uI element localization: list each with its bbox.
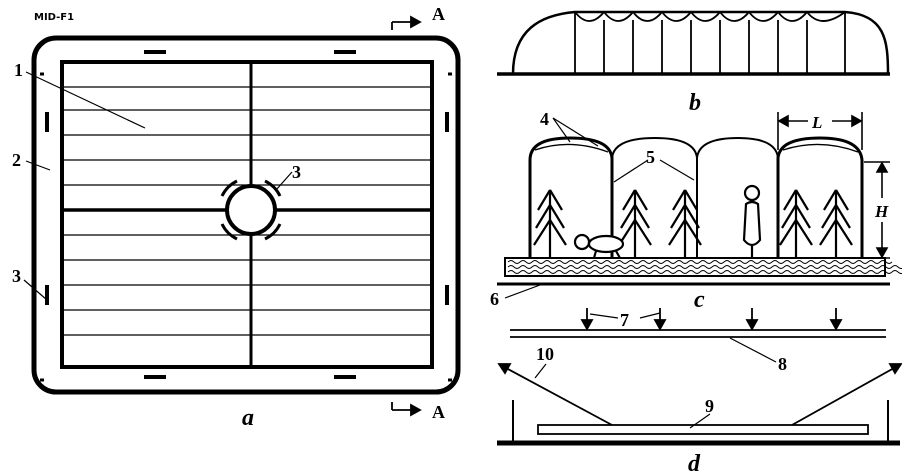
hatch-row-2 xyxy=(507,265,902,269)
leader-2 xyxy=(25,160,51,171)
panel-d-detail: 7 8 10 9 d xyxy=(497,308,902,475)
central-ring-segments xyxy=(220,179,282,241)
tree-5 xyxy=(819,189,853,258)
corner-ticks xyxy=(38,72,454,382)
tree-2 xyxy=(618,189,652,258)
panel-label-b: b xyxy=(689,90,701,116)
leader-3-center xyxy=(275,171,293,191)
leader-6 xyxy=(504,284,541,299)
inner-frame xyxy=(60,60,434,369)
leader-5a xyxy=(613,159,649,183)
callout-3-frame: 3 xyxy=(12,266,21,286)
animal-figure xyxy=(573,233,625,259)
dimension-h xyxy=(864,161,890,259)
central-opening xyxy=(225,184,277,236)
tree-4 xyxy=(779,189,813,258)
callout-8: 8 xyxy=(778,354,787,374)
callout-9: 9 xyxy=(705,396,714,416)
dimension-label-h: H xyxy=(874,202,889,221)
leader-5b xyxy=(659,159,695,181)
leader-9 xyxy=(689,413,711,429)
hatch-row-3 xyxy=(507,270,902,274)
person-figure xyxy=(742,184,762,258)
leader-4b xyxy=(552,117,599,147)
callout-3-center: 3 xyxy=(292,162,301,182)
hatch-row-1 xyxy=(507,260,893,264)
dome-walls xyxy=(528,136,864,258)
leader-7b xyxy=(639,312,661,319)
callout-1: 1 xyxy=(14,60,23,80)
dimension-l xyxy=(777,112,863,150)
reflected-rays xyxy=(497,363,902,426)
callout-10: 10 xyxy=(536,344,554,364)
panel-b-side-profile: b xyxy=(497,10,890,116)
tree-3 xyxy=(668,189,702,258)
profile-outline xyxy=(511,10,890,75)
panel-label-c: c xyxy=(694,287,705,313)
panel-a-plan-view: MID-F1 xyxy=(12,4,461,431)
callout-7: 7 xyxy=(620,310,629,330)
section-arrow-bottom xyxy=(391,402,422,417)
incoming-arrows xyxy=(580,308,843,331)
section-label-bottom: A xyxy=(432,402,445,422)
frame-fixtures xyxy=(45,50,449,379)
leader-8 xyxy=(729,337,777,363)
leader-3-frame xyxy=(23,279,48,301)
dimension-label-l: L xyxy=(811,113,822,132)
leader-10 xyxy=(534,363,547,379)
callout-5: 5 xyxy=(646,147,655,167)
tree-1 xyxy=(533,189,567,258)
panel-label-a: a xyxy=(242,405,254,431)
callout-4: 4 xyxy=(540,109,549,129)
section-arrow-top xyxy=(391,15,422,30)
leader-7a xyxy=(589,313,619,319)
profile-bays xyxy=(574,11,846,74)
dome-inner-covers xyxy=(534,143,859,153)
leader-4a xyxy=(552,117,571,143)
panel-c-cross-section: L H 4 5 6 c xyxy=(490,109,902,313)
section-label-top: A xyxy=(432,4,445,24)
panel-label-d: d xyxy=(688,451,701,475)
panel-plate xyxy=(537,424,869,435)
callout-6: 6 xyxy=(490,289,499,309)
slats xyxy=(62,86,432,336)
outer-frame xyxy=(31,35,461,395)
figure-code: MID-F1 xyxy=(34,12,74,23)
leader-1 xyxy=(25,71,146,129)
trees xyxy=(533,189,853,258)
callout-2: 2 xyxy=(12,150,21,170)
